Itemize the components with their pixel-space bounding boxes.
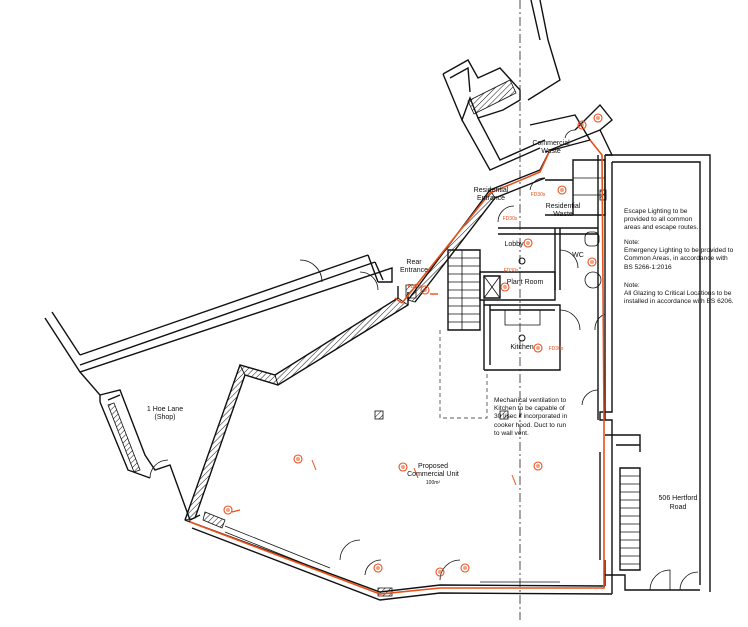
escape-lighting-note: Escape Lighting to be provided to all co…: [624, 208, 699, 232]
residential-waste-label-1: Residential: [546, 203, 581, 210]
proposed-unit-label-2: Commercial Unit: [407, 471, 459, 478]
hoe-lane-label-1: 1 Hoe Lane: [147, 406, 183, 413]
wc-fan-icon: [518, 257, 526, 265]
light-icon: [523, 238, 533, 248]
rear-entrance-label-1: Rear: [406, 259, 422, 266]
door-tags: FD30s FD30s FD30s FD30s FD30s: [408, 192, 564, 352]
proposed-unit-label-1: Proposed: [418, 463, 448, 470]
hertford-road-label-2: Road: [670, 504, 687, 511]
neighbour-hoe-lane: [99, 389, 201, 521]
door-tag: FD30s: [503, 216, 518, 222]
fire-compartment-line: [189, 139, 605, 595]
stair-treads: [448, 250, 480, 330]
light-icon: [398, 462, 408, 472]
residential-entrance-label-2: Entrance: [477, 195, 505, 202]
neighbour-hertford-road: [599, 154, 711, 592]
hertford-road-label-1: 506 Hertford: [659, 495, 698, 502]
light-icon: [593, 113, 603, 123]
light-icon: [435, 567, 445, 577]
wc-label: WC: [572, 252, 584, 259]
residential-entrance-label-1: Residential: [474, 187, 509, 194]
main-external-wall: [184, 286, 613, 601]
light-icon: [557, 185, 567, 195]
kitchen-fan-icon: [518, 334, 526, 342]
room-labels: Commercial Waste Residential Entrance Re…: [147, 140, 698, 511]
light-icon: [533, 461, 543, 471]
light-icon: [577, 120, 587, 130]
light-icon: [587, 257, 597, 267]
hertford-stair: [620, 475, 640, 565]
light-icon: [223, 505, 233, 515]
light-icon: [533, 343, 543, 353]
light-icon: [373, 563, 383, 573]
rear-entrance-label-2: Entrance: [400, 267, 428, 274]
lobby-label: Lobby: [504, 241, 524, 248]
light-icon: [500, 282, 510, 292]
glazing-note: Note: All Glazing to Critical Locations …: [624, 282, 734, 306]
hoe-lane-label-2: (Shop): [154, 414, 175, 421]
light-icon: [460, 563, 470, 573]
emergency-lighting-note: Note: Emergency Lighting to be provided …: [624, 239, 734, 271]
door-tag: FD30s: [408, 284, 423, 290]
neighbour-boundary-north: [44, 0, 561, 402]
residential-waste-label-2: Waste: [553, 211, 573, 218]
light-fittings: [223, 113, 603, 577]
plant-room-label: Plant Room: [507, 279, 544, 286]
door-tag: FD30s: [531, 192, 546, 198]
mechanical-ventilation-note: Mechanical ventilation to Kitchen to be …: [494, 397, 568, 437]
door-tag: FD30s: [549, 346, 564, 352]
door-tag: FD30s: [504, 268, 519, 274]
internal-core: [299, 0, 614, 620]
commercial-waste-label-1: Commercial: [532, 140, 570, 147]
commercial-waste-label-2: Waste: [541, 148, 561, 155]
light-icon: [420, 285, 430, 295]
unit-area-label: 100m²: [426, 480, 441, 486]
light-icon: [293, 454, 303, 464]
kitchen-label: Kitchen: [510, 344, 533, 351]
